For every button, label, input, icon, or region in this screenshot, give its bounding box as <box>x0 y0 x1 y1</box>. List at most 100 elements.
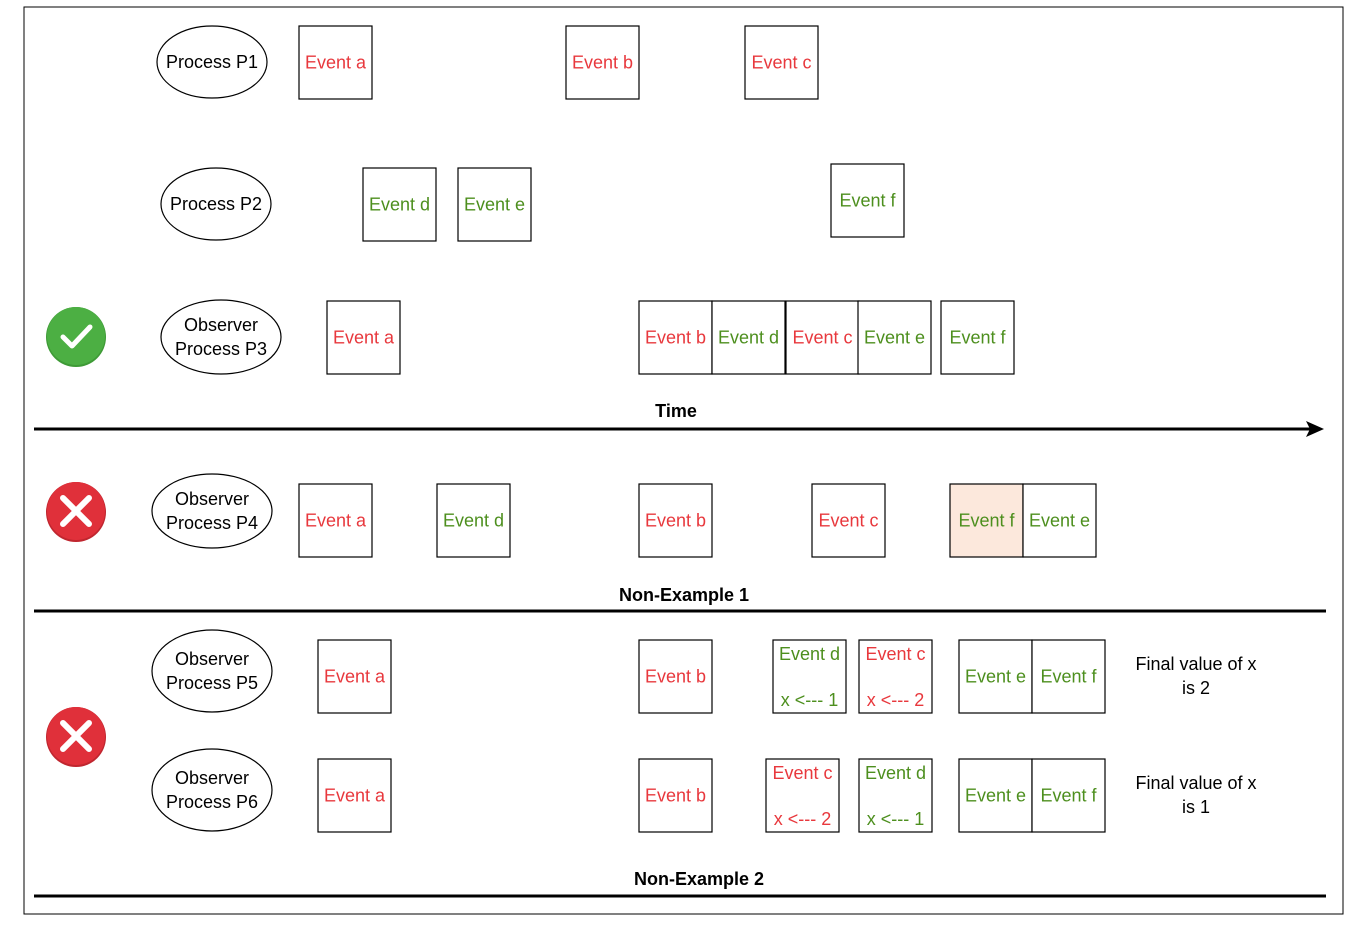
event-box: Event b <box>638 758 713 833</box>
process-ellipse <box>151 629 273 713</box>
event-box: Event c <box>744 25 819 100</box>
event-box: Event a <box>298 25 373 100</box>
event-assignment: x <--- 2 <box>774 809 832 829</box>
event-label: Event d <box>865 763 926 783</box>
process-label: Process P4 <box>166 513 258 533</box>
process-ellipse <box>151 473 273 549</box>
event-box-frame <box>958 758 1033 833</box>
process-label: Observer <box>184 315 258 335</box>
process-p2: Process P2 <box>160 167 272 241</box>
note-line: Final value of x <box>1135 773 1256 793</box>
event-box-frame <box>711 300 786 375</box>
event-label: Event a <box>324 786 386 806</box>
event-box-frame <box>858 639 933 714</box>
event-box-frame <box>811 483 886 558</box>
event-box: Event a <box>298 483 373 558</box>
event-box: Event a <box>317 639 392 714</box>
event-box-frame <box>744 25 819 100</box>
event-assignment: x <--- 1 <box>867 809 925 829</box>
event-box-frame <box>785 300 860 375</box>
event-box: Event b <box>638 483 713 558</box>
final-value-note: Final value of x is 2 <box>1135 654 1256 698</box>
process-label: Observer <box>175 649 249 669</box>
cross-icon <box>46 707 106 767</box>
event-box-frame <box>638 758 713 833</box>
event-box-frame <box>830 163 905 238</box>
event-box: Event a <box>317 758 392 833</box>
event-label: Event c <box>818 511 878 531</box>
event-label: Event e <box>1029 511 1090 531</box>
cross-icon <box>46 482 106 542</box>
event-box-frame <box>857 300 932 375</box>
note-line: is 1 <box>1182 797 1210 817</box>
event-box-frame <box>638 639 713 714</box>
event-label: Event b <box>645 786 706 806</box>
event-box-frame <box>1022 483 1097 558</box>
event-box: Event b <box>638 639 713 714</box>
event-box: Event f <box>1031 639 1106 714</box>
event-box: Event cx <--- 2 <box>858 639 933 714</box>
process-ellipse <box>160 299 282 375</box>
event-box-frame <box>1031 758 1106 833</box>
event-label: Event a <box>333 328 395 348</box>
process-label: Observer <box>175 768 249 788</box>
event-label: Event d <box>718 328 779 348</box>
event-box: Event dx <--- 1 <box>772 639 847 714</box>
event-assignment: x <--- 2 <box>867 690 925 710</box>
event-box: Event d <box>436 483 511 558</box>
event-label: Event c <box>772 763 832 783</box>
event-box: Event e <box>958 758 1033 833</box>
event-label: Event e <box>965 786 1026 806</box>
process-p1: Process P1 <box>156 25 268 99</box>
event-box-frame <box>436 483 511 558</box>
event-box-frame <box>940 300 1015 375</box>
event-box-frame <box>317 758 392 833</box>
event-label: Event a <box>305 53 367 73</box>
event-box: Event c <box>785 300 860 375</box>
event-box: Event d <box>362 167 437 242</box>
event-label: Event e <box>464 195 525 215</box>
event-label: Event a <box>305 511 367 531</box>
note-line: is 2 <box>1182 678 1210 698</box>
event-box: Event e <box>457 167 532 242</box>
time-arrow-head <box>1306 421 1324 437</box>
event-label: Event e <box>864 328 925 348</box>
time-axis: Time <box>34 401 1324 437</box>
event-label: Event d <box>369 195 430 215</box>
event-assignment: x <--- 1 <box>781 690 839 710</box>
event-box-frame <box>765 758 840 833</box>
process-label: Observer <box>175 489 249 509</box>
process-label: Process P5 <box>166 673 258 693</box>
non-example-2-label: Non-Example 2 <box>634 869 764 889</box>
event-box: Event f <box>949 483 1024 558</box>
event-box-frame <box>362 167 437 242</box>
event-box-frame <box>638 300 713 375</box>
event-label: Event b <box>645 667 706 687</box>
event-label: Event b <box>645 328 706 348</box>
process-ellipse <box>156 25 268 99</box>
event-box: Event a <box>326 300 401 375</box>
event-box: Event f <box>1031 758 1106 833</box>
process-label: Process P1 <box>166 52 258 72</box>
event-box: Event c x <--- 2 <box>765 758 840 833</box>
note-line: Final value of x <box>1135 654 1256 674</box>
event-box: Event d <box>711 300 786 375</box>
process-label: Process P6 <box>166 792 258 812</box>
event-box-frame <box>1031 639 1106 714</box>
event-label: Event e <box>965 667 1026 687</box>
event-box-frame <box>326 300 401 375</box>
event-box-frame <box>772 639 847 714</box>
event-label: Event c <box>751 53 811 73</box>
event-label: Event a <box>324 667 386 687</box>
process-ellipse <box>160 167 272 241</box>
event-box-frame <box>958 639 1033 714</box>
event-box: Event f <box>830 163 905 238</box>
event-box-frame <box>298 25 373 100</box>
event-label: Event f <box>839 191 896 211</box>
event-label: Event f <box>949 328 1006 348</box>
